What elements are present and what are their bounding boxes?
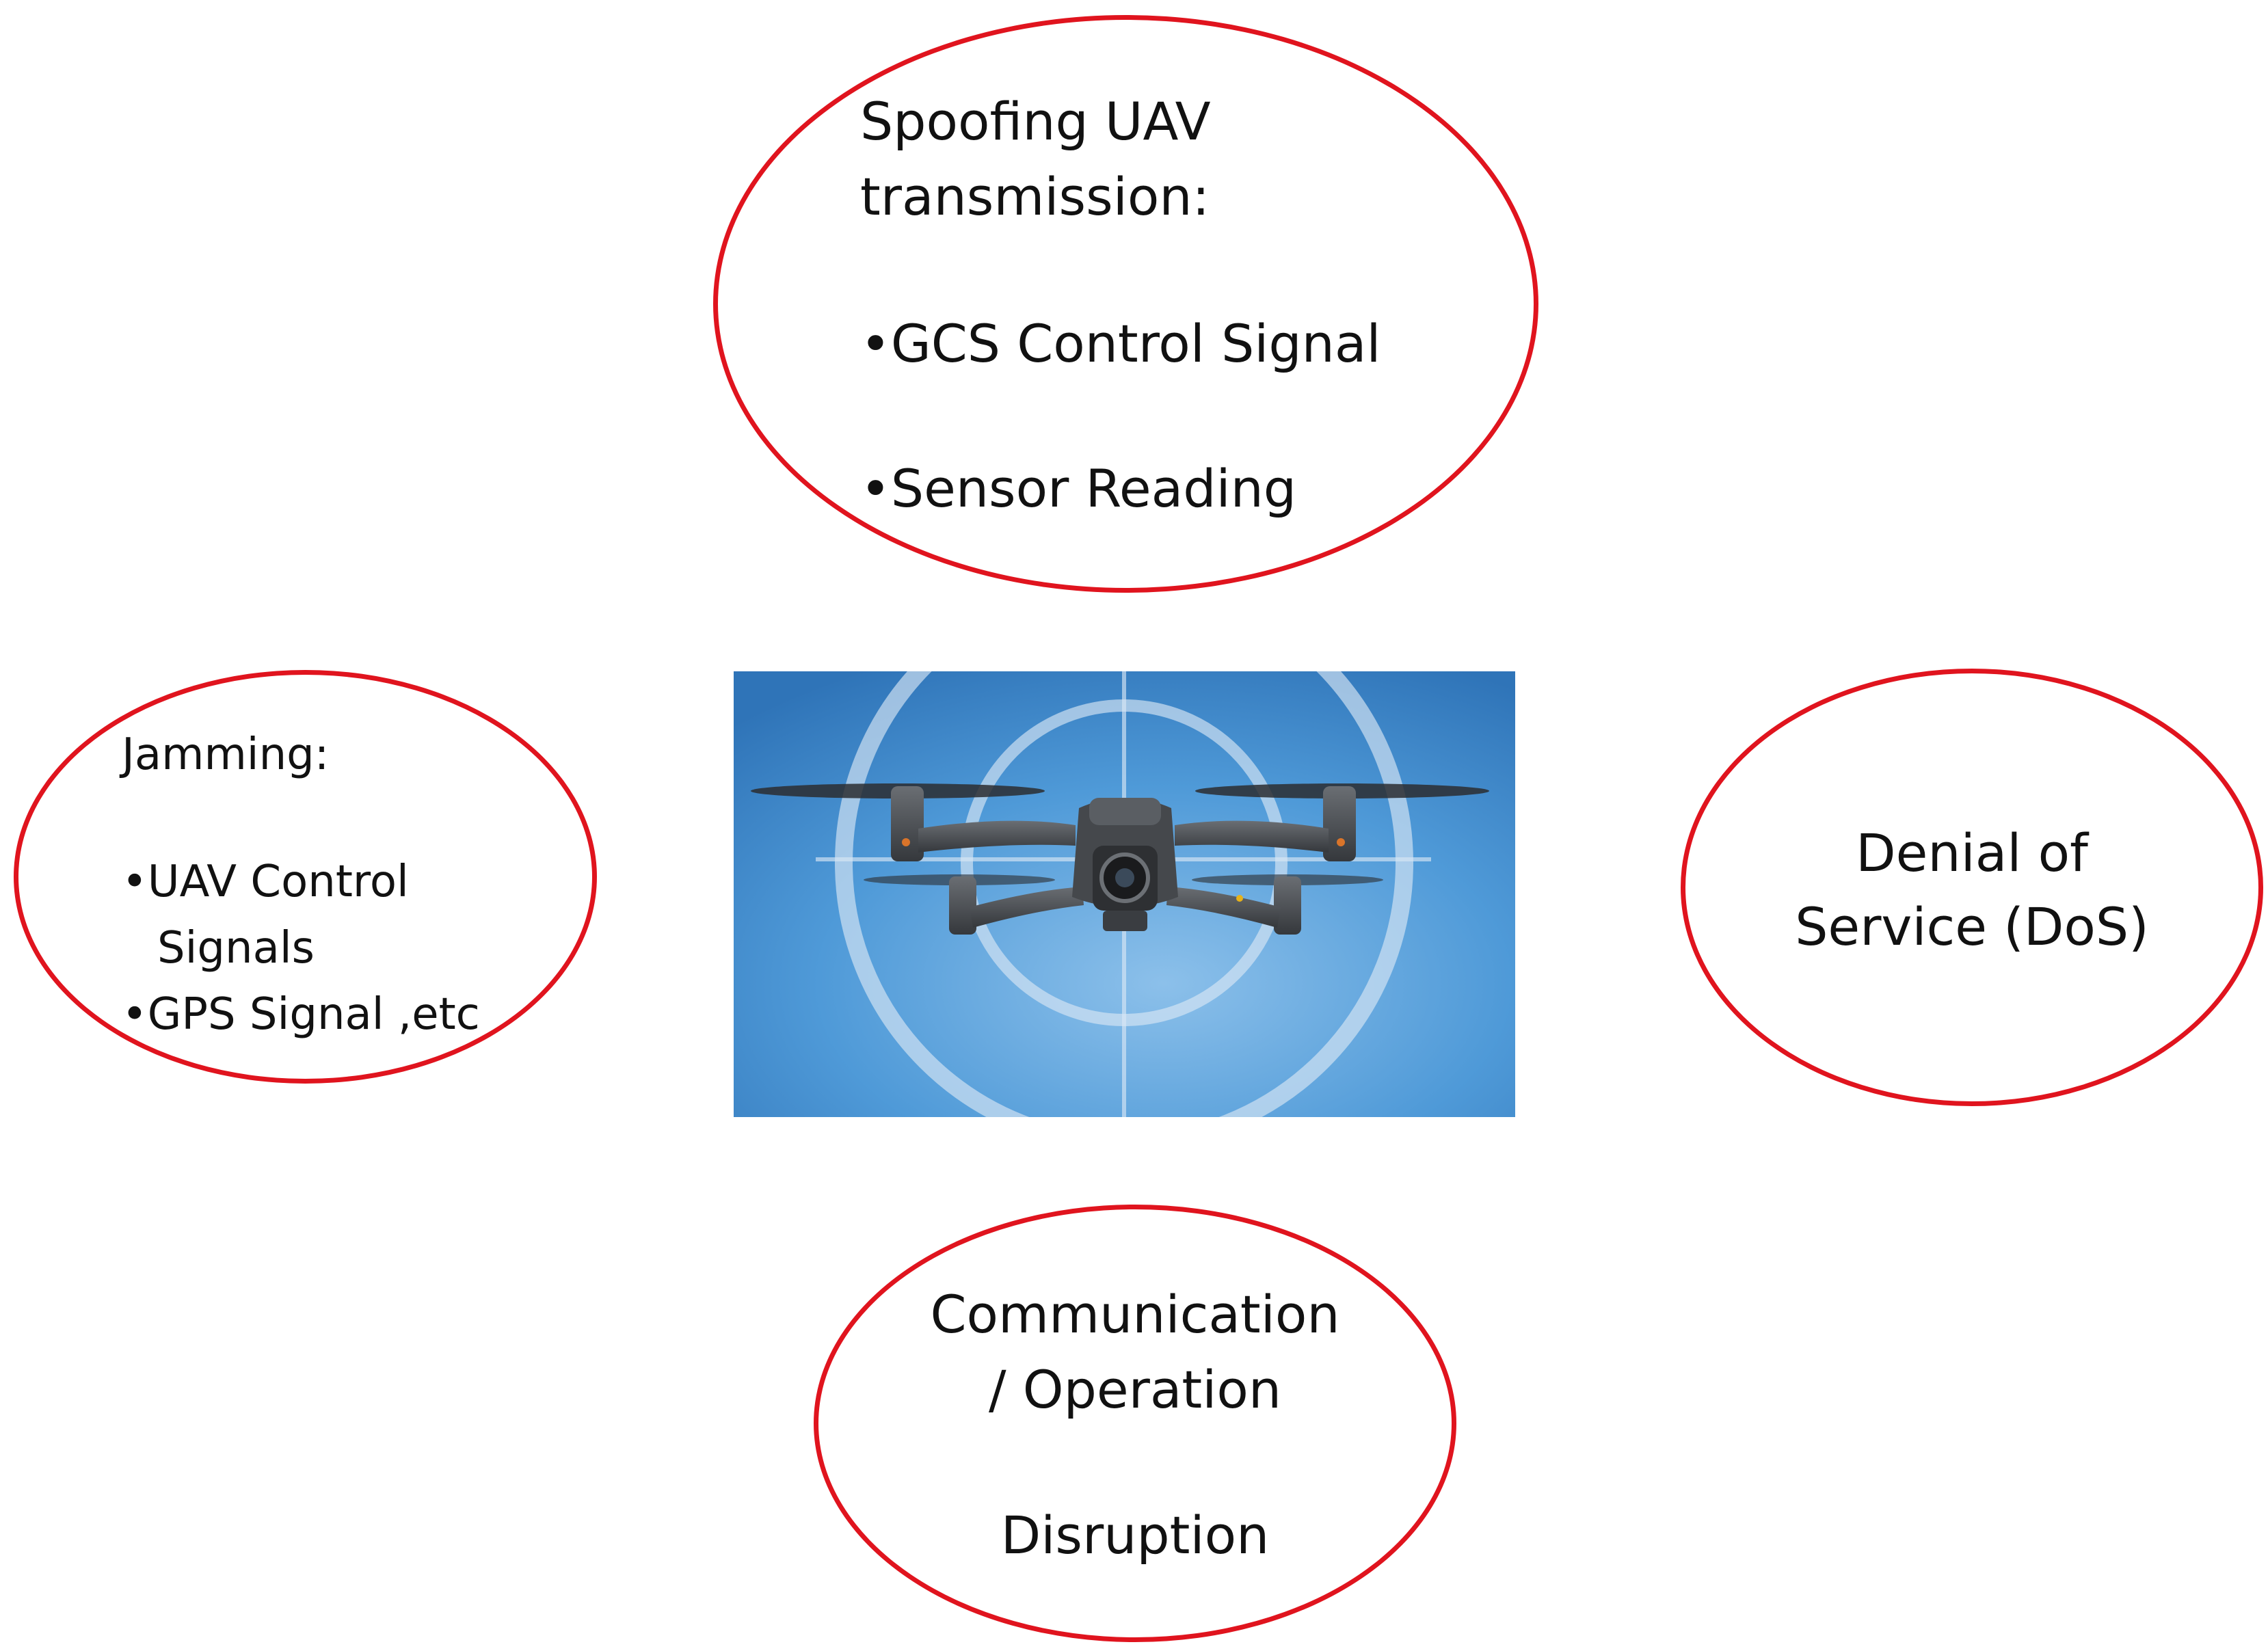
- spoofing-ellipse: [713, 15, 1538, 593]
- jamming-item-uav-control-line2: Signals: [157, 923, 315, 974]
- spoofing-item-sensor-reading: •Sensor Reading: [860, 458, 1296, 519]
- spoofing-item-gcs-control-signal: •GCS Control Signal: [860, 313, 1381, 374]
- disruption-line3: Disruption: [1000, 1505, 1270, 1566]
- disruption-ellipse: [814, 1205, 1456, 1642]
- jamming-title: Jamming:: [122, 729, 330, 780]
- spoofing-title-line1: Spoofing UAV: [860, 91, 1211, 152]
- disruption-line1: Communication: [930, 1284, 1340, 1345]
- disruption-line2: / Operation: [989, 1359, 1281, 1420]
- jamming-item-gps-signal: •GPS Signal ,etc: [122, 989, 480, 1040]
- dos-line2: Service (DoS): [1795, 896, 2149, 957]
- jamming-ellipse: [14, 670, 597, 1084]
- drone-target-image: [734, 671, 1515, 1117]
- spoofing-title-line2: transmission:: [860, 166, 1210, 227]
- jamming-item-uav-control-line1: •UAV Control: [122, 857, 409, 907]
- dos-ellipse: [1681, 669, 2263, 1106]
- dos-line1: Denial of: [1856, 822, 2088, 883]
- drone-icon: [751, 783, 1489, 935]
